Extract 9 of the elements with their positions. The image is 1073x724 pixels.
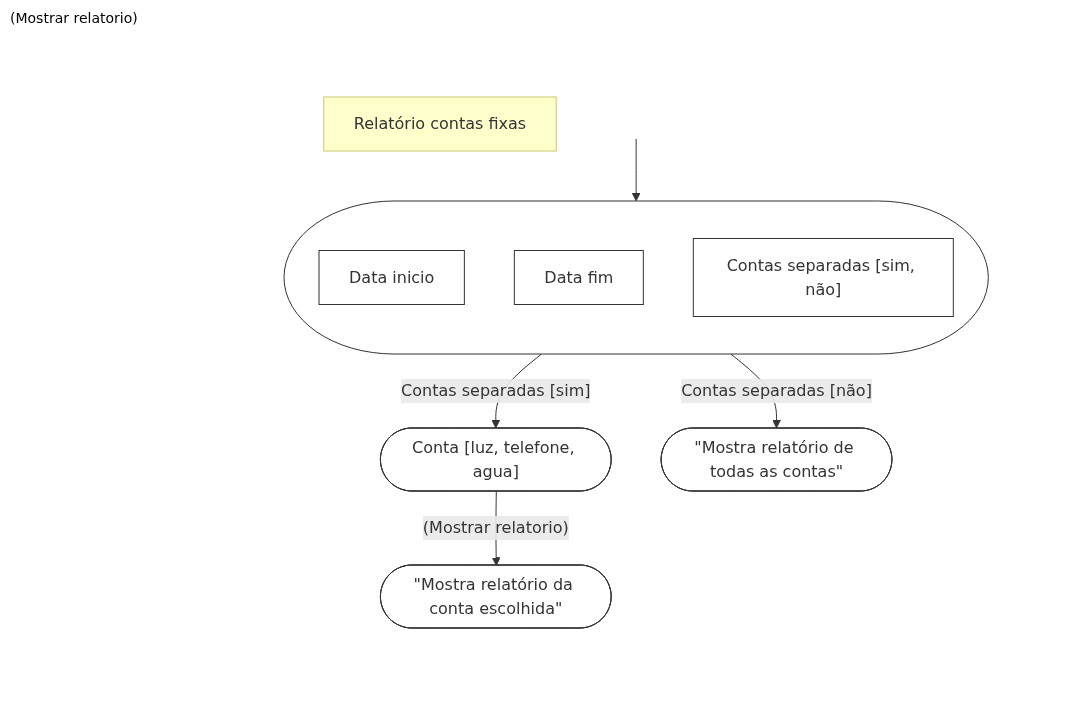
arrow [632,138,641,201]
node-box: Contas separadas [sim, não] [693,237,955,317]
node-box: Data inicio [318,249,466,305]
node-box: Data fim [514,249,645,305]
edge-label: Contas separadas [sim] [401,380,591,400]
edge-label: Contas separadas [não] [681,380,873,400]
note-text: (Mostrar relatorio) [10,10,139,26]
edge-label: (Mostrar relatorio) [423,517,570,537]
node-box: Relatório contas fixas [323,96,557,151]
